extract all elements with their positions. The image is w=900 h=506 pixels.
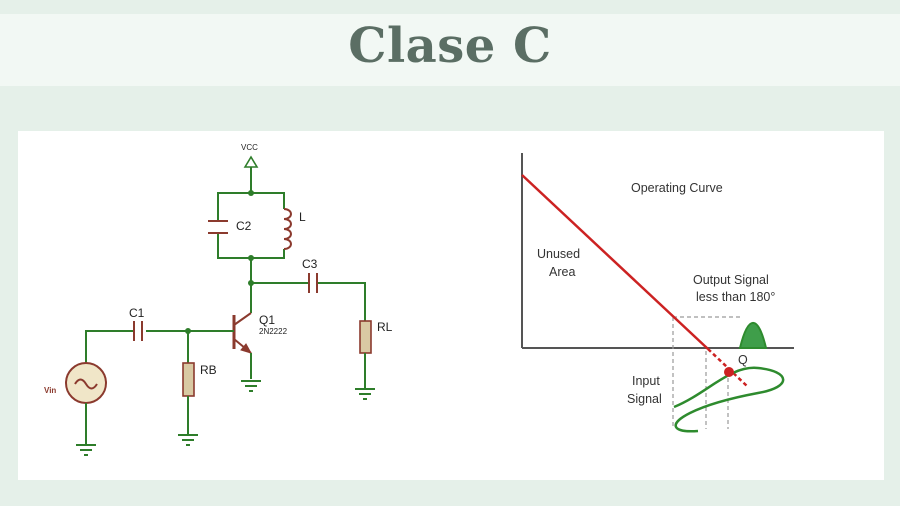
rl-resistor-icon <box>359 320 372 354</box>
c1-label: C1 <box>129 306 145 320</box>
l-inductor-icon <box>283 208 292 250</box>
operating-curve-label: Operating Curve <box>631 181 723 195</box>
c2-capacitor-icon <box>208 220 228 234</box>
output-signal-pulse <box>738 322 768 349</box>
rb-ground-icon <box>178 434 198 446</box>
operating-curve-extension <box>707 348 749 388</box>
vin-label: Vin <box>44 386 56 395</box>
diagram-panel: VCC C2 L C3 C1 Q1 2N2222 RL RB Vin <box>18 131 884 480</box>
output-signal-label-1: Output Signal <box>693 273 769 287</box>
input-signal-label-2: Signal <box>627 392 662 406</box>
q1-transistor-icon <box>232 312 253 354</box>
tank-top-wire <box>217 192 285 221</box>
ac-source-icon <box>65 362 107 404</box>
c3-right-wire <box>318 282 366 321</box>
circuit-labels: VCC C2 L C3 C1 Q1 2N2222 RL RB Vin <box>44 143 393 395</box>
title-band: Clase C <box>0 14 900 86</box>
q1-part-label: 2N2222 <box>259 327 288 336</box>
emitter-ground-icon <box>241 380 261 392</box>
q-label: Q <box>738 353 748 367</box>
c1-capacitor-icon <box>133 321 143 341</box>
q1-label: Q1 <box>259 313 275 327</box>
rb-resistor-icon <box>182 362 195 397</box>
circuit-schematic <box>65 155 375 456</box>
vcc-label: VCC <box>241 143 258 152</box>
rl-ground-icon <box>355 388 375 400</box>
diagram-svg: VCC C2 L C3 C1 Q1 2N2222 RL RB Vin <box>44 143 794 456</box>
rl-label: RL <box>377 320 393 334</box>
vcc-arrow-icon <box>243 155 259 193</box>
output-signal-label-2: less than 180° <box>696 290 775 304</box>
tank-bottom-wire <box>217 233 285 259</box>
q-point <box>724 367 734 377</box>
c3-label: C3 <box>302 257 318 271</box>
rb-label: RB <box>200 363 217 377</box>
unused-area-label-2: Area <box>549 265 575 279</box>
operating-graph: Operating Curve Unused Area Output Signa… <box>521 153 794 433</box>
slide-title: Clase C <box>348 18 552 74</box>
junction-dot <box>248 190 254 196</box>
operating-curve-line <box>521 174 709 350</box>
unused-area-label-1: Unused <box>537 247 580 261</box>
c3-capacitor-icon <box>308 273 318 293</box>
source-ground-icon <box>76 444 96 456</box>
input-signal-label-1: Input <box>632 374 660 388</box>
l-label: L <box>299 210 306 224</box>
c2-label: C2 <box>236 219 252 233</box>
junction-dot <box>248 255 254 261</box>
source-top-wire <box>85 330 133 363</box>
